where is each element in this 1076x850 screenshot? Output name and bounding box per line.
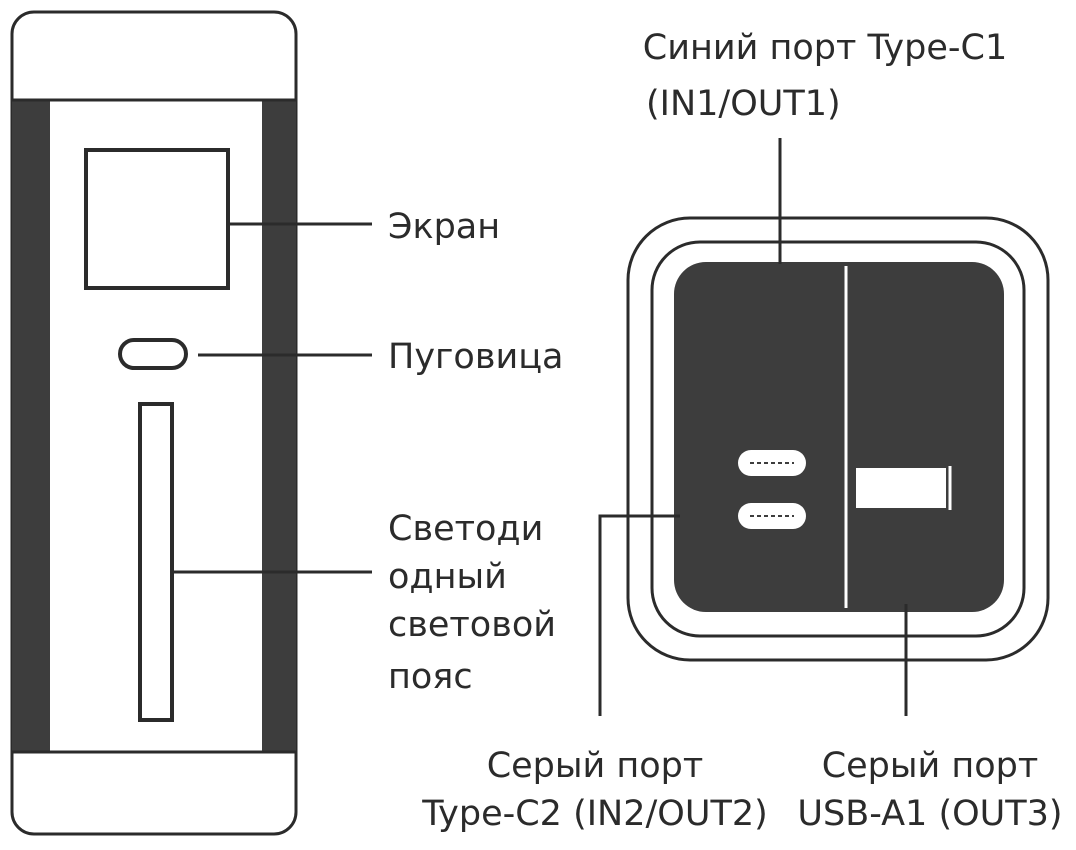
device-side-panel-right: [262, 100, 296, 752]
usb-a1-port: [856, 468, 946, 508]
gray-port-c2-leader-line: [598, 514, 680, 716]
port-panel: [674, 262, 1004, 612]
device-screen: [84, 148, 230, 290]
gray-port-a1-label-line-2: USB-A1 (OUT3): [797, 794, 1063, 834]
blue-port-label-line-2: (IN1/OUT1): [646, 84, 841, 124]
gray-port-c2-label-line-2: Type-C2 (IN2/OUT2): [422, 794, 768, 834]
device-button: [118, 338, 188, 370]
device-top-view: [626, 216, 1050, 662]
device-side-view: [10, 10, 298, 836]
gray-port-a1-label-line-1: Серый порт: [821, 746, 1039, 786]
device-led-strip: [138, 402, 174, 722]
led-strip-label-line-1: Светоди: [388, 509, 544, 549]
button-label: Пуговица: [388, 337, 564, 377]
device-side-panel-left: [12, 100, 50, 752]
gray-port-c2-label-line-1: Серый порт: [486, 746, 704, 786]
screen-label: Экран: [388, 207, 501, 247]
blue-port-label-line-1: Синий порт Type-C1: [642, 28, 1008, 68]
led-strip-label-line-2: одный: [388, 557, 507, 597]
led-strip-label-line-4: пояс: [388, 657, 473, 697]
led-strip-label-line-3: световой: [388, 605, 556, 645]
